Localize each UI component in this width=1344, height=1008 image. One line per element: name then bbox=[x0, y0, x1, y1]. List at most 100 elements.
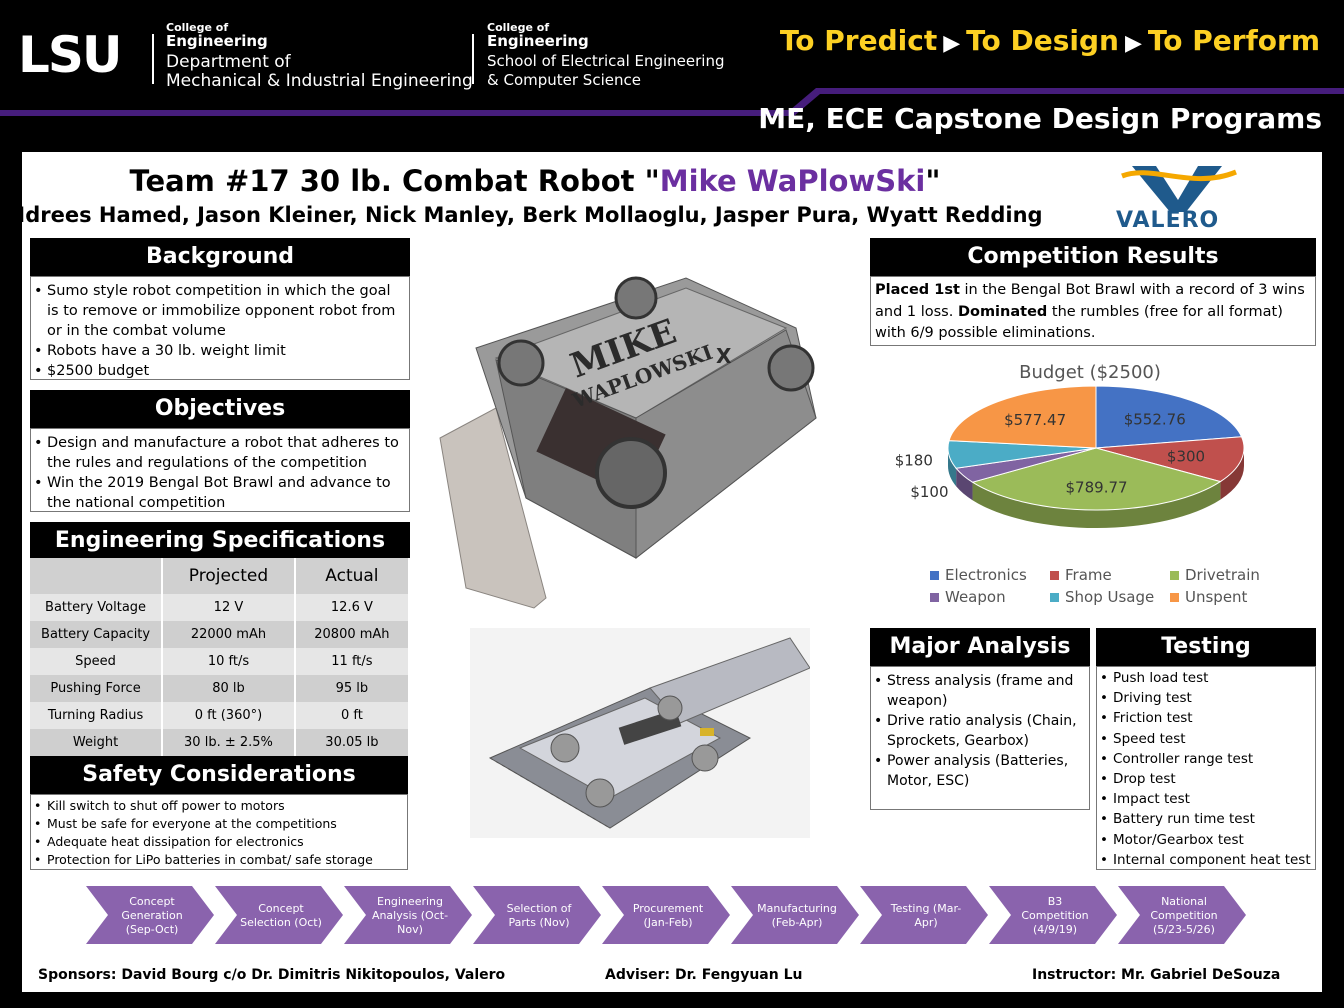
table-cell: Battery Voltage bbox=[30, 594, 164, 621]
play-arrow-icon: ▶ bbox=[943, 31, 961, 56]
list-item: Battery run time test bbox=[1100, 809, 1311, 829]
timeline-step bbox=[86, 886, 214, 944]
list-item: Internal component heat test bbox=[1100, 850, 1311, 870]
sponsors-credit: Sponsors: David Bourg c/o Dr. Dimitris N… bbox=[38, 967, 506, 983]
column-header: Actual bbox=[294, 558, 411, 594]
testing-heading: Testing bbox=[1096, 628, 1316, 666]
table-cell: 12.6 V bbox=[294, 594, 411, 621]
table-header-row: Projected Actual bbox=[30, 558, 411, 594]
legend-item: Shop Usage bbox=[1050, 588, 1154, 606]
college-label: College of bbox=[487, 21, 550, 34]
timeline-step-label: Parts (Nov) bbox=[509, 916, 570, 929]
timeline-step-label: Selection of bbox=[507, 902, 573, 915]
pie-chart: $552.76$300$789.77$100$180$577.47 bbox=[895, 385, 1245, 528]
department-line-2: Mechanical & Industrial Engineering bbox=[166, 71, 473, 91]
specs-heading: Engineering Specifications bbox=[30, 522, 410, 560]
list-item: Robots have a 30 lb. weight limit bbox=[34, 341, 405, 361]
list-item: Friction test bbox=[1100, 708, 1311, 728]
list-item: Controller range test bbox=[1100, 749, 1311, 769]
pie-data-label: $552.76 bbox=[1124, 410, 1186, 428]
pie-slice-side bbox=[948, 448, 957, 487]
list-item: Motor/Gearbox test bbox=[1100, 830, 1311, 850]
tagline-perform: To Perform bbox=[1147, 24, 1320, 57]
poster-title: Team #17 30 lb. Combat Robot "Mike WaPlo… bbox=[0, 164, 1070, 198]
list-item: Must be safe for everyone at the competi… bbox=[34, 815, 403, 833]
table-cell: 0 ft bbox=[294, 702, 411, 729]
title-prefix: Team #17 30 lb. Combat Robot " bbox=[129, 164, 660, 198]
analysis-heading: Major Analysis bbox=[870, 628, 1090, 666]
timeline-step bbox=[473, 886, 601, 944]
timeline-step bbox=[731, 886, 859, 944]
timeline-step-label: Selection (Oct) bbox=[240, 916, 322, 929]
tagline-predict: To Predict bbox=[779, 24, 938, 57]
play-arrow-icon: ▶ bbox=[1124, 31, 1142, 56]
pie-slice-drivetrain bbox=[971, 447, 1222, 511]
table-cell: 80 lb bbox=[162, 675, 296, 702]
timeline-step-label: B3 bbox=[1048, 895, 1063, 908]
timeline-step bbox=[989, 886, 1117, 944]
safety-list: Kill switch to shut off power to motors … bbox=[31, 795, 407, 869]
results-heading: Competition Results bbox=[870, 238, 1316, 276]
table-cell: 12 V bbox=[162, 594, 296, 621]
valero-v-icon bbox=[1121, 166, 1237, 212]
pie-slice-side bbox=[1220, 448, 1244, 500]
program-title: ME, ECE Capstone Design Programs bbox=[758, 102, 1322, 135]
timeline-step-label: Testing (Mar- bbox=[890, 902, 962, 915]
list-item: Impact test bbox=[1100, 789, 1311, 809]
background-box: Sumo style robot competition in which th… bbox=[30, 276, 410, 381]
purple-swoosh bbox=[0, 88, 1344, 116]
title-suffix: " bbox=[925, 164, 941, 198]
testing-box: Push load test Driving test Friction tes… bbox=[1096, 666, 1316, 870]
table-cell: 0 ft (360°) bbox=[162, 702, 296, 729]
timeline-step-label: Procurement bbox=[633, 902, 704, 915]
project-timeline: ConceptGeneration(Sep-Oct)ConceptSelecti… bbox=[86, 886, 1246, 944]
pie-slice-unspent bbox=[948, 385, 1097, 449]
header-bar: LSU College of Engineering Department of… bbox=[0, 0, 1344, 152]
college-name: Engineering bbox=[166, 32, 268, 50]
objectives-list: Design and manufacture a robot that adhe… bbox=[31, 429, 409, 513]
list-item: $2500 budget bbox=[34, 361, 405, 381]
legend-item: Weapon bbox=[930, 588, 1006, 606]
list-item: Adequate heat dissipation for electronic… bbox=[34, 833, 403, 851]
legend-label: Weapon bbox=[945, 588, 1006, 606]
table-cell: 20800 mAh bbox=[294, 621, 411, 648]
college-name: Engineering bbox=[487, 32, 589, 50]
column-header bbox=[30, 558, 164, 594]
table-cell: 10 ft/s bbox=[162, 648, 296, 675]
legend-item: Electronics bbox=[930, 566, 1027, 584]
table-cell: Pushing Force bbox=[30, 675, 164, 702]
timeline-step-label: Concept bbox=[129, 895, 175, 908]
college-label: College of bbox=[166, 21, 229, 34]
timeline-step-label: Apr) bbox=[914, 916, 937, 929]
timeline-step-label: National bbox=[1161, 895, 1207, 908]
table-cell: Speed bbox=[30, 648, 164, 675]
timeline-step-label: (Sep-Oct) bbox=[126, 923, 179, 936]
testing-list: Push load test Driving test Friction tes… bbox=[1097, 667, 1315, 870]
department-line-1: Department of bbox=[166, 52, 291, 72]
pie-data-label: $577.47 bbox=[1004, 411, 1066, 429]
results-dominated: Dominated bbox=[957, 303, 1048, 320]
timeline-step-label: Analysis (Oct- bbox=[372, 909, 448, 922]
team-members: Idrees Hamed, Jason Kleiner, Nick Manley… bbox=[17, 203, 1043, 227]
list-item: Push load test bbox=[1100, 668, 1311, 688]
table-cell: 30.05 lb bbox=[294, 729, 411, 756]
analysis-box: Stress analysis (frame and weapon) Drive… bbox=[870, 666, 1090, 810]
chart-title: Budget ($2500) bbox=[1019, 362, 1161, 383]
robot-name: Mike WaPlowSki bbox=[659, 164, 926, 198]
list-item: Stress analysis (frame and weapon) bbox=[874, 671, 1085, 711]
legend-item: Unspent bbox=[1170, 588, 1247, 606]
objectives-box: Design and manufacture a robot that adhe… bbox=[30, 428, 410, 512]
cad-render bbox=[470, 628, 810, 838]
adviser-credit: Adviser: Dr. Fengyuan Lu bbox=[605, 967, 803, 983]
background-heading: Background bbox=[30, 238, 410, 276]
school-line-2: & Computer Science bbox=[487, 71, 641, 89]
pie-slice-frame bbox=[1095, 436, 1245, 483]
timeline-step-label: (Feb-Apr) bbox=[772, 916, 823, 929]
timeline-step bbox=[1118, 886, 1246, 944]
objectives-heading: Objectives bbox=[30, 390, 410, 428]
